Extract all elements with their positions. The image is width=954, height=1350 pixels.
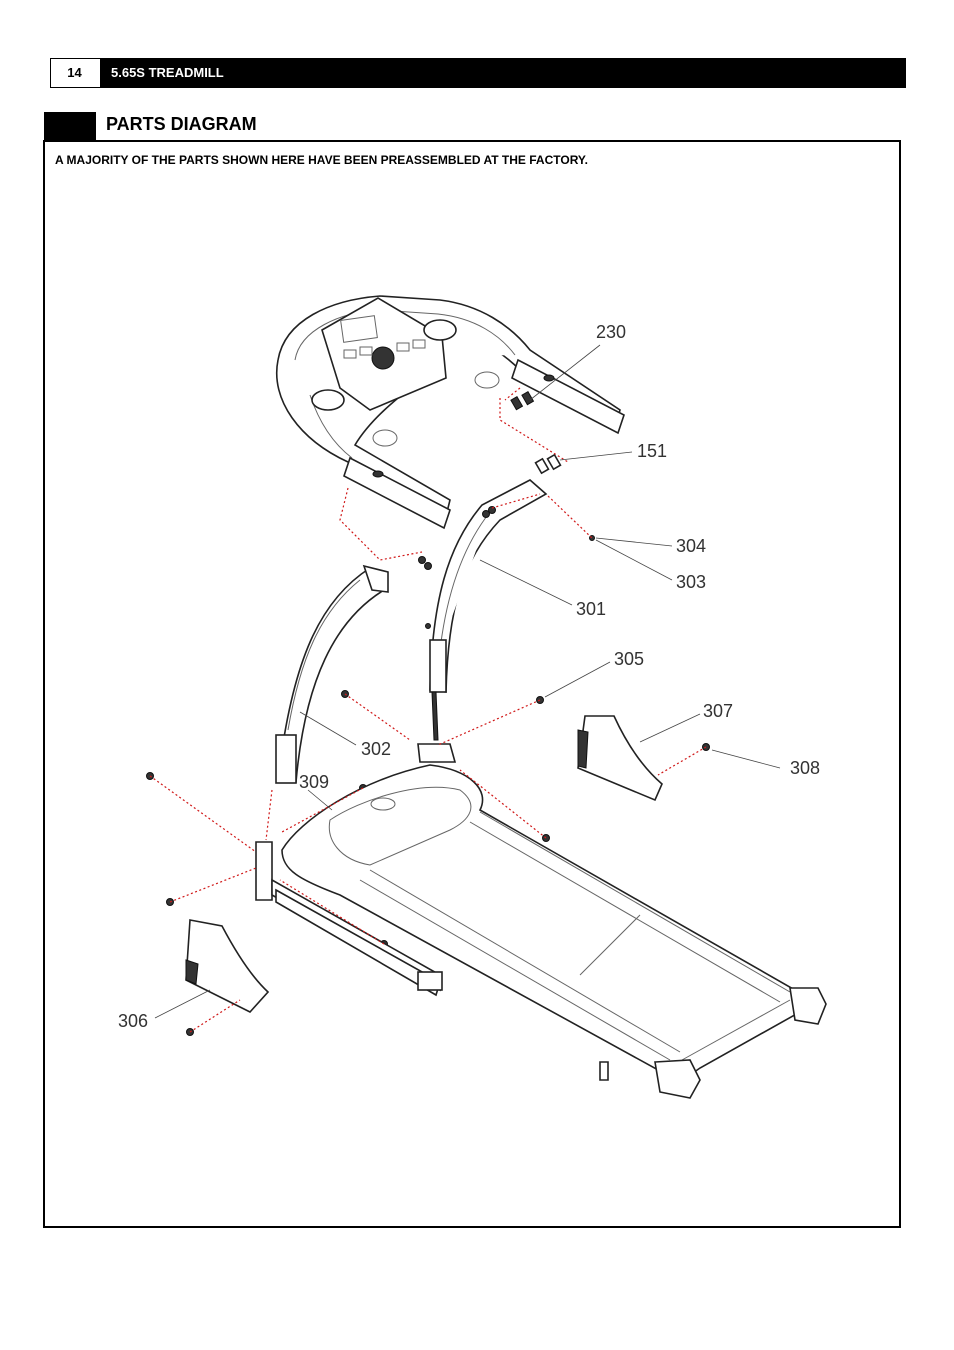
side-covers [185, 715, 663, 1013]
callout-303: 303 [676, 572, 706, 592]
callout-230: 230 [596, 322, 626, 342]
callout-302: 302 [361, 739, 391, 759]
callout-305: 305 [614, 649, 644, 669]
callout-308: 308 [790, 758, 820, 778]
diagram-frame: A MAJORITY OF THE PARTS SHOWN HERE HAVE … [43, 140, 901, 1228]
callout-309: 309 [299, 772, 329, 792]
page-number: 14 [51, 59, 100, 87]
callout-301: 301 [576, 599, 606, 619]
callout-306: 306 [118, 1011, 148, 1031]
sensor-connectors [510, 390, 562, 475]
section-title: PARTS DIAGRAM [106, 114, 257, 134]
left-upright [275, 564, 389, 784]
assembly-guide-lines [149, 387, 707, 1033]
assembly-note: A MAJORITY OF THE PARTS SHOWN HERE HAVE … [55, 153, 588, 167]
right-upright [429, 479, 548, 741]
callout-151: 151 [637, 441, 667, 461]
treadmill-base [255, 743, 827, 1099]
callout-304: 304 [676, 536, 706, 556]
callout-307: 307 [703, 701, 733, 721]
console-assembly [275, 295, 625, 530]
section-marker [44, 112, 96, 141]
callouts: 230 151 304 303 301 305 307 308 302 309 … [118, 322, 820, 1031]
document-title: 5.65S TREADMILL [111, 65, 224, 80]
leader-lines [154, 344, 781, 1019]
page-header-bar: 14 5.65S TREADMILL [50, 58, 906, 88]
